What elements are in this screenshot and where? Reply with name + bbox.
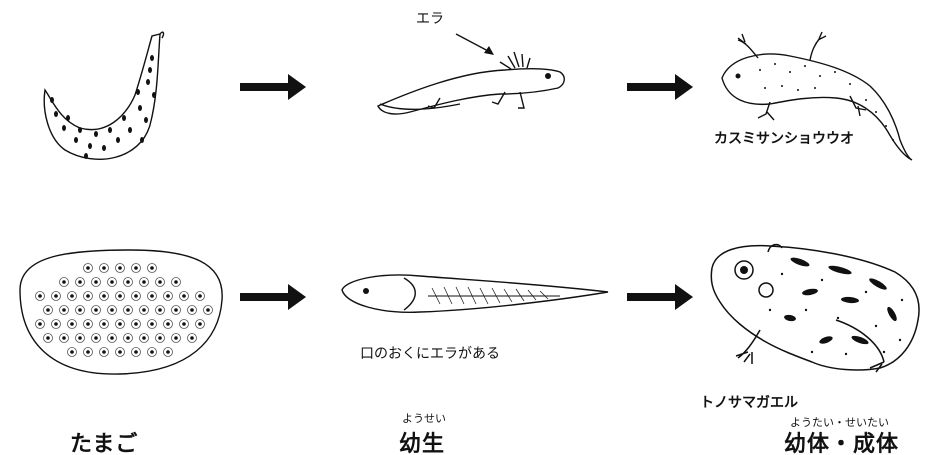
gill-pointer-arrow bbox=[456, 34, 494, 55]
frog-egg-embryo bbox=[134, 266, 138, 270]
frog-egg-embryo bbox=[110, 336, 114, 340]
stage-reading-larva: ようせい bbox=[402, 410, 446, 426]
frog-egg-embryo bbox=[126, 308, 130, 312]
stage-label-larva: 幼生 bbox=[399, 426, 445, 455]
frog-egg-embryo bbox=[150, 322, 154, 326]
frog-egg-embryo bbox=[102, 294, 106, 298]
frog-egg-embryo bbox=[142, 280, 146, 284]
frog-egg-embryo bbox=[110, 308, 114, 312]
stage-label-egg: たまご bbox=[70, 426, 138, 455]
frog-egg-embryo bbox=[158, 336, 162, 340]
frog-egg-embryo bbox=[38, 294, 42, 298]
frog-egg-embryo bbox=[70, 350, 74, 354]
frog-egg-embryo bbox=[142, 336, 146, 340]
frog-egg-embryo bbox=[174, 336, 178, 340]
frog-egg-embryo bbox=[166, 294, 170, 298]
stage-label-adult: 幼体・成体 bbox=[784, 426, 899, 455]
frog-egg-embryo bbox=[158, 280, 162, 284]
frog-egg-embryo bbox=[190, 308, 194, 312]
frog-egg-embryo bbox=[182, 322, 186, 326]
frog-egg-embryo bbox=[86, 266, 90, 270]
frog-egg-embryo bbox=[54, 294, 58, 298]
frog-egg-embryo bbox=[158, 308, 162, 312]
salamander-egg-sac-illustration bbox=[44, 32, 163, 159]
frog-egg-mass-illustration bbox=[20, 250, 222, 374]
frog-egg-embryo bbox=[174, 308, 178, 312]
gill-label: エラ bbox=[416, 8, 444, 28]
frog-egg-embryo bbox=[126, 280, 130, 284]
frog-adult-illustration bbox=[711, 245, 919, 372]
frog-egg-embryo bbox=[78, 280, 82, 284]
frog-egg-embryo bbox=[118, 322, 122, 326]
frog-egg-embryo bbox=[166, 350, 170, 354]
frog-egg-embryo bbox=[94, 308, 98, 312]
species-name-frog: トノサマガエル bbox=[700, 392, 798, 412]
frog-egg-embryo bbox=[198, 322, 202, 326]
frog-egg-embryo bbox=[142, 308, 146, 312]
tadpole-illustration bbox=[342, 275, 608, 312]
frog-egg-embryo bbox=[62, 280, 66, 284]
frog-egg-embryo bbox=[78, 308, 82, 312]
frog-egg-embryo bbox=[118, 294, 122, 298]
arrow-larva-to-adult-row1 bbox=[627, 74, 693, 100]
frog-egg-embryo bbox=[150, 294, 154, 298]
frog-egg-embryo bbox=[78, 336, 82, 340]
frog-egg-embryo bbox=[150, 266, 154, 270]
arrow-egg-to-larva-row1 bbox=[240, 74, 306, 100]
frog-egg-embryo bbox=[86, 322, 90, 326]
salamander-larva-illustration bbox=[378, 52, 564, 114]
frog-egg-embryo bbox=[134, 350, 138, 354]
frog-egg-embryo bbox=[198, 294, 202, 298]
frog-egg-embryo bbox=[182, 294, 186, 298]
frog-egg-embryo bbox=[206, 308, 210, 312]
frog-egg-embryo bbox=[94, 336, 98, 340]
frog-egg-embryo bbox=[86, 294, 90, 298]
arrow-larva-to-adult-row2 bbox=[627, 284, 693, 310]
frog-egg-embryo bbox=[126, 336, 130, 340]
arrow-egg-to-larva-row2 bbox=[240, 284, 306, 310]
frog-egg-embryo bbox=[54, 322, 58, 326]
frog-egg-embryo bbox=[190, 336, 194, 340]
frog-egg-embryo bbox=[134, 322, 138, 326]
frog-egg-embryo bbox=[134, 294, 138, 298]
frog-egg-embryo bbox=[102, 322, 106, 326]
frog-egg-embryo bbox=[174, 280, 178, 284]
frog-egg-embryo bbox=[86, 350, 90, 354]
frog-egg-embryo bbox=[46, 336, 50, 340]
frog-egg-embryo bbox=[166, 322, 170, 326]
species-name-salamander: カスミサンショウウオ bbox=[714, 128, 854, 148]
frog-egg-embryo bbox=[62, 336, 66, 340]
tadpole-gill-note: 口のおくにエラがある bbox=[360, 343, 500, 363]
frog-egg-embryo bbox=[70, 322, 74, 326]
frog-egg-embryo bbox=[38, 322, 42, 326]
frog-egg-embryo bbox=[118, 350, 122, 354]
frog-egg-embryo bbox=[70, 294, 74, 298]
frog-egg-embryo bbox=[150, 350, 154, 354]
frog-egg-embryo bbox=[46, 308, 50, 312]
frog-egg-embryo bbox=[118, 266, 122, 270]
frog-egg-embryo bbox=[110, 280, 114, 284]
frog-egg-embryo bbox=[94, 280, 98, 284]
frog-egg-embryo bbox=[102, 266, 106, 270]
frog-egg-embryo bbox=[102, 350, 106, 354]
frog-egg-embryo bbox=[62, 308, 66, 312]
